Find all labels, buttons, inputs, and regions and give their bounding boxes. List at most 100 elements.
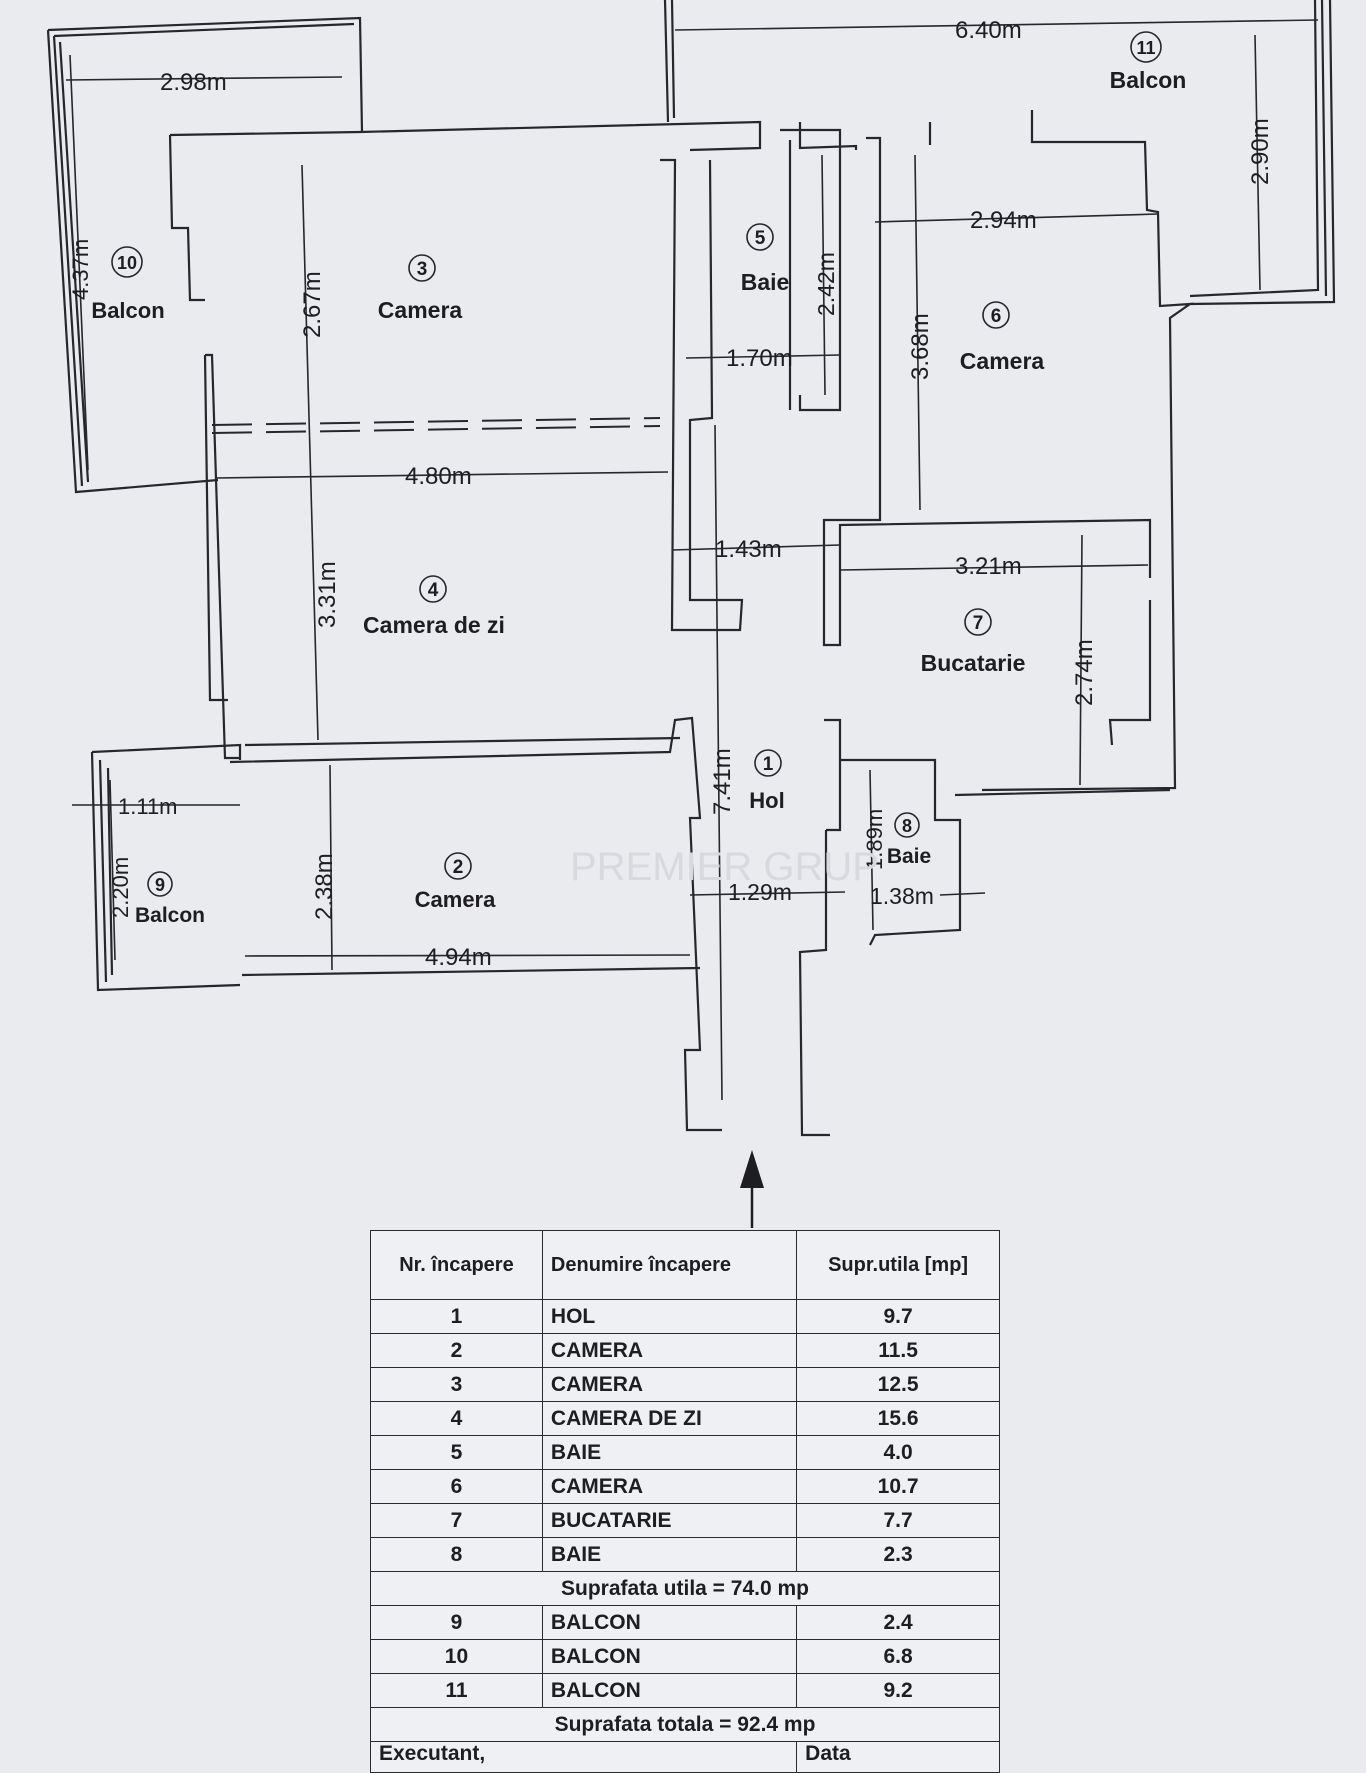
table-summary-totala: Suprafata totala = 92.4 mp xyxy=(370,1707,1000,1742)
room-4-name: Camera de zi xyxy=(363,612,505,638)
dim-balcony9-depth: 2.20m xyxy=(108,857,133,918)
cell-area: 10.7 xyxy=(796,1469,1000,1504)
room-1-number: 1 xyxy=(763,754,774,775)
dim-bath8-width: 1.38m xyxy=(870,883,934,909)
room-2-name: Camera xyxy=(415,887,496,912)
cell-name: BALCON xyxy=(541,1639,798,1674)
dim-hall-width-bottom: 1.29m xyxy=(728,879,792,905)
cell-nr: 8 xyxy=(370,1537,543,1572)
header-room-number: Nr. încapere xyxy=(370,1230,543,1300)
cell-nr: 6 xyxy=(370,1469,543,1504)
room-1-name: Hol xyxy=(749,788,784,813)
cell-nr: 3 xyxy=(370,1367,543,1402)
dim-living-depth: 3.31m xyxy=(314,561,341,628)
cell-nr: 4 xyxy=(370,1401,543,1436)
cell-area: 2.4 xyxy=(796,1605,1000,1640)
cell-name: CAMERA DE ZI xyxy=(541,1401,798,1436)
room-7-number: 7 xyxy=(973,613,984,634)
entrance-arrow-icon xyxy=(740,1150,764,1228)
cell-nr: 11 xyxy=(370,1673,543,1708)
cell-nr: 10 xyxy=(370,1639,543,1674)
room-8-name: Baie xyxy=(887,845,931,868)
cell-area: 4.0 xyxy=(796,1435,1000,1470)
dim-bath8-depth: 1.89m xyxy=(862,809,887,870)
table-header-row: Nr. încapere Denumire încapere Supr.util… xyxy=(370,1230,1000,1300)
dim-bath5-width: 1.70m xyxy=(726,345,793,372)
dimension-lines xyxy=(65,19,1319,1101)
room-3-name: Camera xyxy=(378,297,463,323)
walls xyxy=(46,0,1336,1137)
room-5-name: Baie xyxy=(741,269,790,295)
table-summary-utila: Suprafata utila = 74.0 mp xyxy=(370,1571,1000,1606)
room-5-number: 5 xyxy=(755,228,766,249)
room-10-number: 10 xyxy=(117,253,137,273)
cell-name: BAIE xyxy=(541,1435,798,1470)
dim-bath5-depth: 2.42m xyxy=(813,252,839,316)
room-11-number: 11 xyxy=(1136,38,1155,58)
cell-name: BAIE xyxy=(541,1537,798,1572)
cell-nr: 9 xyxy=(370,1605,543,1640)
cell-area: 9.2 xyxy=(796,1673,1000,1708)
cell-name: BALCON xyxy=(541,1673,798,1708)
cell-nr: 5 xyxy=(370,1435,543,1470)
summary-utila: Suprafata utila = 74.0 mp xyxy=(370,1571,1000,1606)
room-3-number: 3 xyxy=(417,259,428,280)
summary-totala: Suprafata totala = 92.4 mp xyxy=(370,1707,1000,1742)
dim-hall-width-top: 1.43m xyxy=(715,536,782,563)
dim-room2-width: 4.94m xyxy=(425,944,492,971)
room-8-number: 8 xyxy=(902,816,912,836)
room-area-table: Nr. încapere Denumire încapere Supr.util… xyxy=(369,1230,1000,1773)
dim-living-width: 4.80m xyxy=(405,463,472,490)
room-10-name: Balcon xyxy=(91,298,164,323)
cell-area: 2.3 xyxy=(796,1537,1000,1572)
room-7-name: Bucatarie xyxy=(921,650,1026,676)
cell-area: 6.8 xyxy=(796,1639,1000,1674)
dim-kitchen-depth: 2.74m xyxy=(1071,639,1098,706)
header-room-area: Supr.utila [mp] xyxy=(796,1230,1000,1300)
dim-room2-depth: 2.38m xyxy=(311,853,338,920)
cell-area: 11.5 xyxy=(796,1333,1000,1368)
cell-nr: 7 xyxy=(370,1503,543,1538)
cell-name: CAMERA xyxy=(541,1367,798,1402)
cell-nr: 1 xyxy=(370,1299,543,1334)
cell-name: BUCATARIE xyxy=(541,1503,798,1538)
room-6-number: 6 xyxy=(991,306,1002,327)
room-6-name: Camera xyxy=(960,348,1045,374)
watermark: PREMIER GRUP xyxy=(570,845,879,889)
dim-balcony11-width: 6.40m xyxy=(955,17,1022,44)
cell-name: HOL xyxy=(541,1299,798,1334)
dimension-labels: 2.98m 6.40m 2.90m 4.37m 2.67m 2.42m 2.94… xyxy=(68,17,1274,971)
executant-label: Executant, xyxy=(369,1741,798,1773)
dim-balcony10-width: 2.98m xyxy=(160,69,227,96)
cell-name: CAMERA xyxy=(541,1333,798,1368)
dim-room6-depth: 3.68m xyxy=(907,313,934,380)
room-11-name: Balcon xyxy=(1110,67,1187,93)
room-9-name: Balcon xyxy=(135,904,205,927)
cell-area: 9.7 xyxy=(796,1299,1000,1334)
cell-area: 12.5 xyxy=(796,1367,1000,1402)
dim-hall-length: 7.41m xyxy=(709,748,736,815)
room-2-number: 2 xyxy=(453,857,464,878)
dim-balcony10-depth: 4.37m xyxy=(68,239,93,300)
cell-name: CAMERA xyxy=(541,1469,798,1504)
dim-balcony9-width: 1.11m xyxy=(118,794,178,819)
room-4-number: 4 xyxy=(428,580,439,601)
header-room-name: Denumire încapere xyxy=(541,1230,798,1300)
dim-balcony11-depth: 2.90m xyxy=(1247,118,1274,185)
room-9-number: 9 xyxy=(155,875,165,895)
cell-nr: 2 xyxy=(370,1333,543,1368)
dim-room6-width: 2.94m xyxy=(970,207,1037,234)
dim-room3-depth: 2.67m xyxy=(299,271,326,338)
